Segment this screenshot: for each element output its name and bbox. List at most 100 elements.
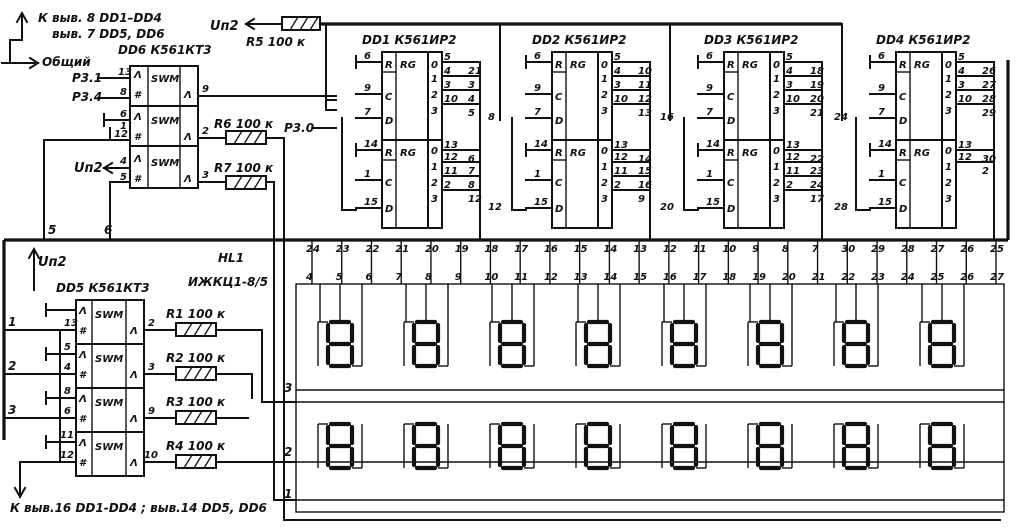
register-pin-in: 1 bbox=[534, 169, 541, 180]
dd6-out-9: 9 bbox=[202, 84, 209, 95]
display-bus-top-num: 28 bbox=[901, 244, 915, 255]
display-bus-top-num: 10 bbox=[722, 244, 736, 255]
dd6-pin-12: 12 bbox=[114, 129, 128, 140]
register-bus-num: 28 bbox=[834, 202, 848, 213]
display-digit bbox=[833, 421, 879, 471]
register-ext-pin: 2 bbox=[982, 166, 989, 177]
register-pin-in: 7 bbox=[706, 107, 713, 118]
display-bus-bottom-num: 22 bbox=[841, 272, 855, 283]
register-title: DD3 К561ИР2 bbox=[704, 33, 799, 47]
svg-text:Λ: Λ bbox=[129, 370, 138, 381]
display-bus-top-num: 22 bbox=[365, 244, 379, 255]
register-q-label: 2 bbox=[601, 90, 608, 101]
register-ext-pin: 21 bbox=[810, 108, 824, 119]
register-d-label: D bbox=[385, 204, 393, 215]
register-rg-label: RG bbox=[570, 60, 586, 71]
display-digit bbox=[661, 319, 707, 369]
main-bus bbox=[2, 60, 1010, 440]
svg-text:Λ: Λ bbox=[78, 394, 87, 405]
register-c-label: C bbox=[899, 178, 907, 189]
register-ext-pin: 30 bbox=[982, 154, 996, 165]
register-q-label: 2 bbox=[773, 90, 780, 101]
register-q-label: 0 bbox=[601, 146, 608, 157]
dd5-power-label: Uп2 bbox=[38, 255, 67, 270]
svg-text:Λ: Λ bbox=[78, 306, 87, 317]
dd5-out-9: 9 bbox=[148, 406, 155, 417]
svg-text:#: # bbox=[134, 90, 142, 101]
registers: DD1 К561ИР2RCDRCDRGRG0123012369714115543… bbox=[341, 33, 996, 241]
display-bus-bottom-num: 23 bbox=[871, 272, 885, 283]
dd6-cell2: SWM bbox=[151, 116, 179, 127]
display-bus-bottom-num: 20 bbox=[782, 272, 796, 283]
display-bus-bottom-num: 5 bbox=[336, 272, 343, 283]
register-pin-out: 3 bbox=[444, 80, 451, 91]
register-title: DD4 К561ИР2 bbox=[876, 33, 971, 47]
dd6-out-3: 3 bbox=[202, 170, 209, 181]
register-rg-label: RG bbox=[400, 60, 416, 71]
display-bus-bottom-num: 10 bbox=[484, 272, 498, 283]
register-pin-out: 12 bbox=[444, 152, 458, 163]
display-bus-top-num: 14 bbox=[603, 244, 617, 255]
dd5-line-3: 3 bbox=[8, 403, 16, 417]
register-pin-out: 11 bbox=[614, 166, 628, 177]
register-rg-label: RG bbox=[914, 148, 930, 159]
display-bus-bottom-num: 15 bbox=[633, 272, 647, 283]
register-q-label: 1 bbox=[431, 74, 438, 85]
resistor-r7-label: R7 100 к bbox=[214, 161, 274, 175]
register-pin-in: 9 bbox=[534, 83, 541, 94]
dd5-out-2: 2 bbox=[148, 318, 155, 329]
register-pin-in: 14 bbox=[706, 139, 720, 150]
register-d-label: D bbox=[899, 204, 907, 215]
display-bus-bottom-num: 14 bbox=[603, 272, 617, 283]
register-r-label: R bbox=[385, 60, 393, 71]
register-ext-pin: 13 bbox=[638, 108, 652, 119]
register-r-label: R bbox=[727, 60, 735, 71]
register-rg-label: RG bbox=[742, 148, 758, 159]
register-pin-in: 15 bbox=[878, 197, 892, 208]
dd6-bus-5: 5 bbox=[48, 223, 56, 237]
register-pin-in: 6 bbox=[706, 51, 713, 62]
dd6-out-2: 2 bbox=[202, 126, 209, 137]
register-bus-num: 20 bbox=[660, 202, 674, 213]
register-pin-in: 1 bbox=[364, 169, 371, 180]
register-pin-out: 3 bbox=[786, 80, 793, 91]
register-ext-pin: 27 bbox=[982, 80, 996, 91]
power-note: К выв. 8 DD1–DD4 выв. 7 DD5, DD6 Общий bbox=[1, 10, 165, 70]
register-pin-in: 9 bbox=[706, 83, 713, 94]
register-q-label: 3 bbox=[945, 106, 952, 117]
register-q-label: 1 bbox=[601, 162, 608, 173]
register-q-label: 2 bbox=[431, 178, 438, 189]
register-title: DD1 К561ИР2 bbox=[362, 33, 457, 47]
display-bus-top-num: 18 bbox=[484, 244, 498, 255]
register-ext-pin: 12 bbox=[468, 194, 482, 205]
dd5-pin-5: 5 bbox=[64, 342, 71, 353]
register-c-label: C bbox=[555, 178, 563, 189]
display-bus-top-num: 24 bbox=[306, 244, 320, 255]
register-c-label: C bbox=[385, 178, 393, 189]
svg-text:#: # bbox=[79, 458, 87, 469]
display-bus-top-num: 27 bbox=[931, 244, 945, 255]
dd5-cell3: SWM bbox=[95, 398, 123, 409]
register-pin-in: 15 bbox=[364, 197, 378, 208]
register-pin-out: 10 bbox=[444, 94, 458, 105]
register-pin-out: 4 bbox=[613, 66, 621, 77]
register-pin-in: 15 bbox=[706, 197, 720, 208]
resistor-r2 bbox=[175, 366, 217, 381]
dd6-cell3: SWM bbox=[151, 158, 179, 169]
switch-dd6: DD6 К561КТ3 SWM SWM SWM Λ # Λ # Λ # Λ Λ … bbox=[43, 43, 337, 243]
display-digit bbox=[489, 319, 535, 369]
display-bus-top-num: 9 bbox=[752, 244, 759, 255]
dd5-out-10: 10 bbox=[144, 450, 158, 461]
register-c-label: C bbox=[727, 178, 735, 189]
power-top-label: Uп2 bbox=[210, 19, 239, 34]
display-bus-top-num: 12 bbox=[663, 244, 677, 255]
dd5-pin-13: 13 bbox=[64, 318, 78, 329]
register-q-label: 3 bbox=[601, 106, 608, 117]
register-d-label: D bbox=[727, 204, 735, 215]
register-pin-out: 12 bbox=[958, 152, 972, 163]
svg-text:#: # bbox=[79, 414, 87, 425]
note-top-line1: К выв. 8 DD1–DD4 bbox=[38, 11, 162, 25]
dd6-cell1: SWM bbox=[151, 74, 179, 85]
register-pin-out: 13 bbox=[786, 140, 800, 151]
